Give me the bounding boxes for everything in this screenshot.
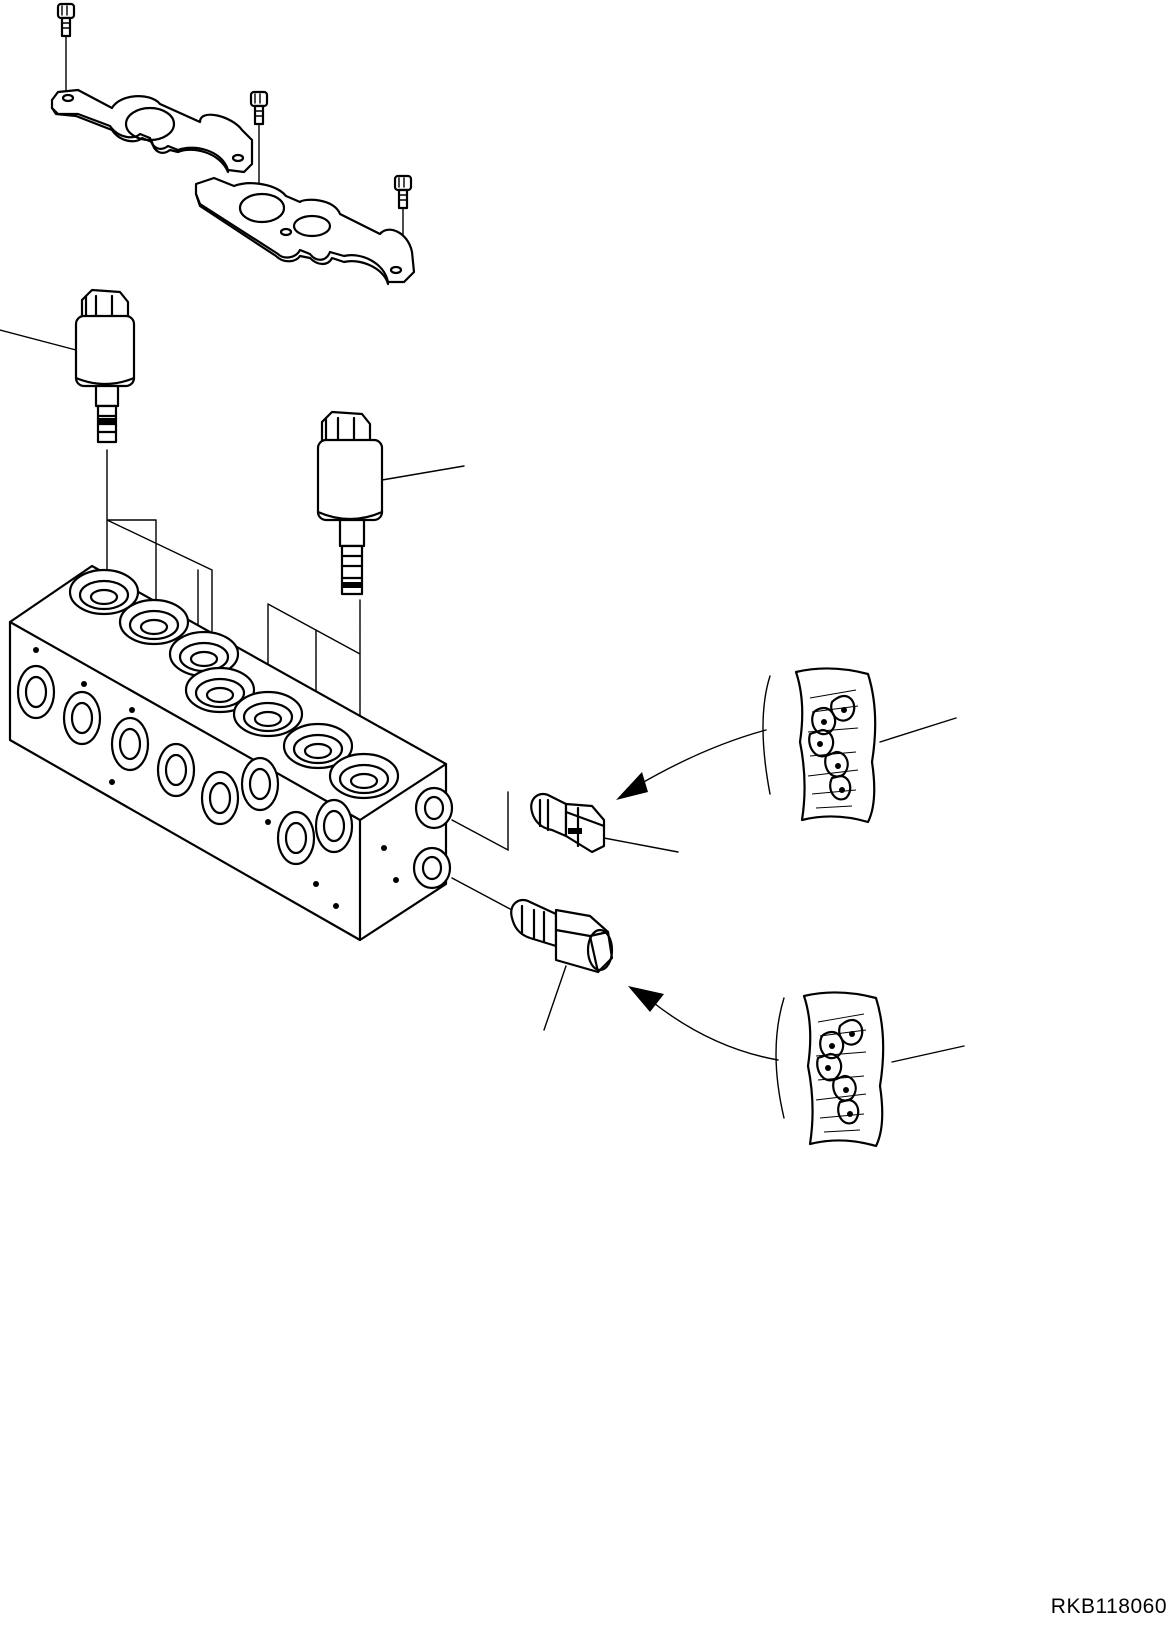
mounting-bolt — [56, 2, 76, 38]
retaining-plate — [50, 88, 254, 174]
mounting-bolt — [249, 90, 269, 126]
drawing-code: RKB118060 — [1050, 1595, 1167, 1618]
solenoid-valve — [316, 410, 384, 596]
retaining-plate — [194, 176, 416, 286]
plug — [510, 898, 614, 974]
solenoid-valve — [74, 288, 136, 444]
adhesive-packet — [794, 667, 877, 824]
valve-block — [8, 564, 454, 942]
mounting-bolt — [393, 174, 413, 210]
adhesive-packet — [802, 991, 885, 1148]
plug — [530, 792, 606, 854]
